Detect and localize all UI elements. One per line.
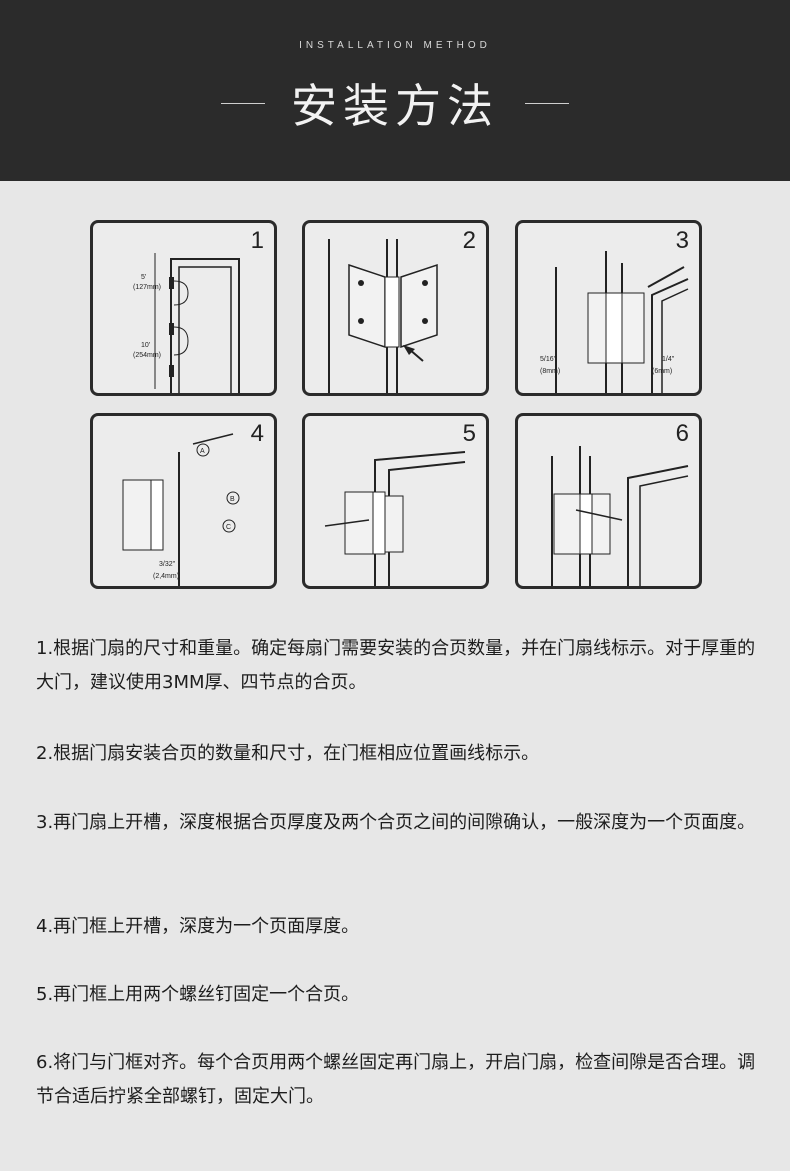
diagram-4-illustration: A B C 3/32" (2,4mm) [122, 433, 240, 586]
diagram-5-illustration [324, 451, 466, 586]
diagram-1-label-b: (127mm) [133, 284, 161, 291]
diagram-6-illustration [551, 446, 689, 586]
diagram-number-6: 6 [675, 420, 689, 447]
page-title: 安装方法 [291, 79, 499, 133]
header-subtitle: INSTALLATION METHOD [299, 40, 491, 51]
instruction-step-5: 5.再门框上用两个螺丝钉固定一个合页。 [36, 984, 360, 1005]
diagram-3-label-d: (6mm) [652, 368, 672, 375]
diagram-4-label-a: A [200, 448, 205, 455]
diagram-2-illustration [328, 239, 438, 393]
title-dash-left [221, 102, 265, 104]
diagram-number-1: 1 [250, 227, 264, 254]
instruction-step-4: 4.再门框上开槽，深度为一个页面厚度。 [36, 916, 360, 937]
instruction-step-1: 1.根据门扇的尺寸和重量。确定每扇门需要安装的合页数量，并在门扇线标示。对于厚重… [36, 638, 756, 693]
header-banner: INSTALLATION METHOD 安装方法 [0, 0, 790, 181]
diagram-3-label-a: 5/16" [540, 356, 557, 363]
diagram-1-illustration: 5' (127mm) 10' (254mm) [133, 253, 240, 393]
diagram-1-label-c: 10' [141, 342, 150, 349]
diagram-panel-4: 4 A B C 3/32" (2,4mm) [90, 413, 277, 589]
diagram-number-4: 4 [250, 420, 264, 447]
diagram-3-illustration: 5/16" (8mm) 1/4" (6mm) [540, 251, 689, 393]
diagram-number-3: 3 [675, 227, 689, 254]
diagram-panel-6: 6 [515, 413, 702, 589]
diagram-panel-3: 3 5/16" (8mm) 1/4" (6mm) [515, 220, 702, 396]
diagram-1-label-a: 5' [141, 274, 146, 281]
diagram-3-label-b: (8mm) [540, 368, 560, 375]
diagram-4-label-d: 3/32" [159, 561, 176, 568]
instruction-step-2: 2.根据门扇安装合页的数量和尺寸，在门框相应位置画线标示。 [36, 743, 540, 764]
diagram-3-label-c: 1/4" [662, 356, 675, 363]
diagram-number-2: 2 [462, 227, 476, 254]
diagram-panel-1: 1 5' (127mm) 10' (254mm) [90, 220, 277, 396]
diagram-panel-2: 2 [302, 220, 489, 396]
diagram-4-label-b: B [230, 496, 235, 503]
diagram-panel-5: 5 [302, 413, 489, 589]
title-dash-right [525, 102, 569, 104]
instruction-step-6: 6.将门与门框对齐。每个合页用两个螺丝固定再门扇上，开启门扇，检查间隙是否合理。… [36, 1052, 756, 1107]
title-row: 安装方法 [0, 68, 790, 138]
diagram-4-label-e: (2,4mm) [153, 573, 179, 580]
diagram-1-label-d: (254mm) [133, 352, 161, 359]
diagram-number-5: 5 [462, 420, 476, 447]
diagram-4-label-c: C [226, 524, 231, 531]
instruction-step-3: 3.再门扇上开槽，深度根据合页厚度及两个合页之间的间隙确认，一般深度为一个页面度… [36, 812, 756, 833]
